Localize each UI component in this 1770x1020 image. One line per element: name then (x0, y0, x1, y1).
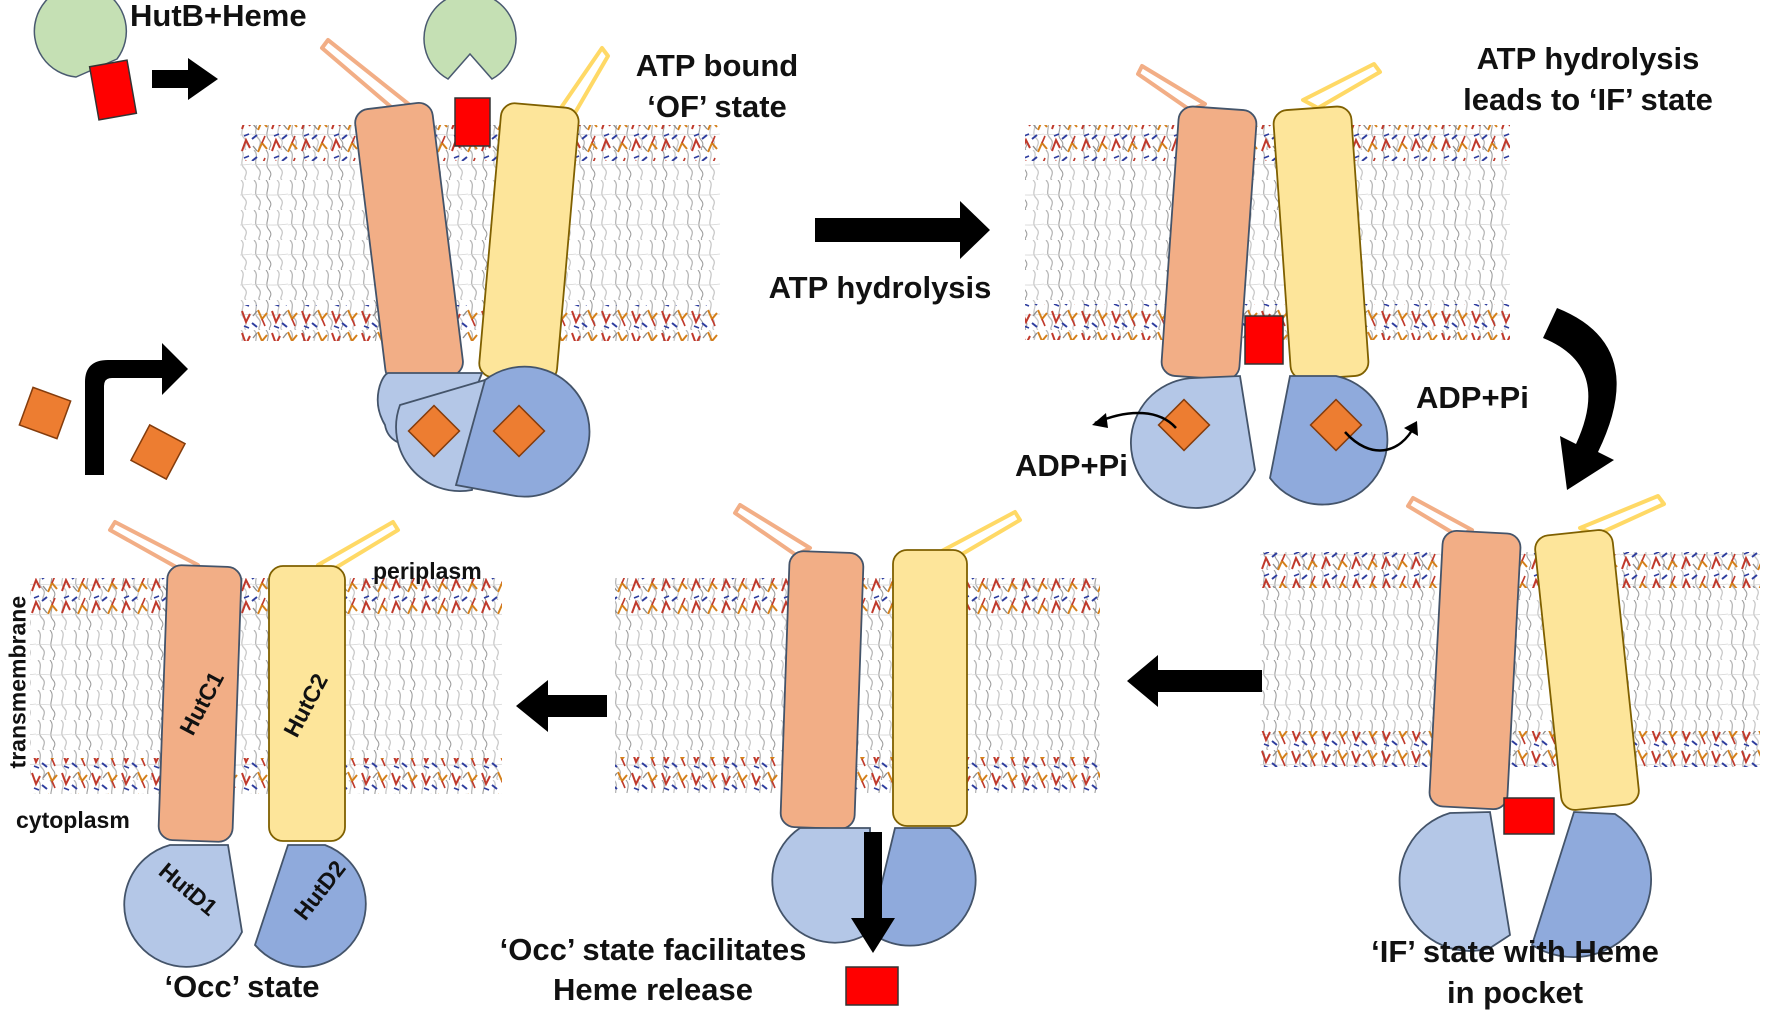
hutd1-domain (771, 827, 871, 944)
label-adp-pi-left: ADP+Pi (1015, 448, 1128, 483)
membrane-1 (240, 125, 720, 341)
label-occ-state: ‘Occ’ state (164, 969, 320, 1004)
label-atp-bound: ATP bound (635, 48, 799, 83)
hutd2-domain (1530, 811, 1652, 958)
heme-block (1244, 315, 1284, 365)
hutc1-helix (779, 550, 865, 830)
arrow-to-if-state (1543, 308, 1617, 490)
arrow-hutb-entry (152, 58, 218, 100)
periplasmic-loop (1301, 62, 1382, 110)
membrane-5 (30, 578, 502, 794)
heme-block (454, 97, 491, 147)
label-cytoplasm: cytoplasm (16, 807, 130, 833)
arrow-heme-release (851, 832, 895, 953)
periplasmic-loop (1578, 494, 1666, 537)
arrow-atp-hydrolysis (815, 201, 990, 259)
arrow-adp-release-right (1344, 424, 1417, 452)
label-atp-hydrolysis-2: ATP hydrolysis (1476, 41, 1700, 76)
heme-block (845, 966, 899, 1006)
heme-block (88, 59, 138, 121)
label-of-state: ‘OF’ state (647, 89, 787, 124)
label-heme-release: Heme release (553, 972, 753, 1007)
label-hutb-heme: HutB+Heme (130, 0, 307, 33)
periplasmic-loop (1136, 64, 1207, 112)
hutc2-helix (1534, 529, 1640, 811)
hutd1-domain (1398, 811, 1511, 952)
label-if-heme-pocket: ‘IF’ state with Heme (1371, 934, 1659, 969)
atp-diamond (129, 423, 187, 481)
hutc2-helix (268, 565, 346, 842)
hutb-heme-complex (33, 0, 138, 121)
hutd2-domain (253, 844, 367, 968)
atp-diamond (1309, 398, 1363, 452)
hutb-open-cup (423, 0, 517, 80)
hutc1-helix (157, 564, 243, 843)
arrow-to-occ-state (1127, 655, 1262, 707)
hutd1-domain (123, 844, 243, 968)
arrow-occ-cycle (516, 680, 607, 732)
hutc2-helix (892, 549, 968, 827)
atp-diamond (1157, 398, 1211, 452)
label-leads-to-if: leads to ‘IF’ state (1463, 82, 1713, 117)
hutc1-helix (1428, 529, 1522, 811)
label-transmembrane: transmembrane (4, 595, 31, 769)
periplasmic-loop (733, 503, 812, 557)
hutd2-domain (868, 827, 977, 947)
atp-diamond (18, 386, 72, 440)
label-periplasm: periplasm (373, 558, 482, 584)
atp-diamond (407, 404, 461, 458)
membrane-2 (1025, 125, 1510, 340)
label-atp-hydrolysis: ATP hydrolysis (768, 270, 992, 305)
arrow-atp-binding (85, 343, 188, 475)
label-adp-pi-right: ADP+Pi (1416, 380, 1529, 415)
label-occ-facilitates: ‘Occ’ state facilitates (499, 932, 807, 967)
heme-block (1503, 797, 1555, 835)
label-in-pocket: in pocket (1446, 975, 1584, 1010)
atp-diamond (492, 404, 546, 458)
